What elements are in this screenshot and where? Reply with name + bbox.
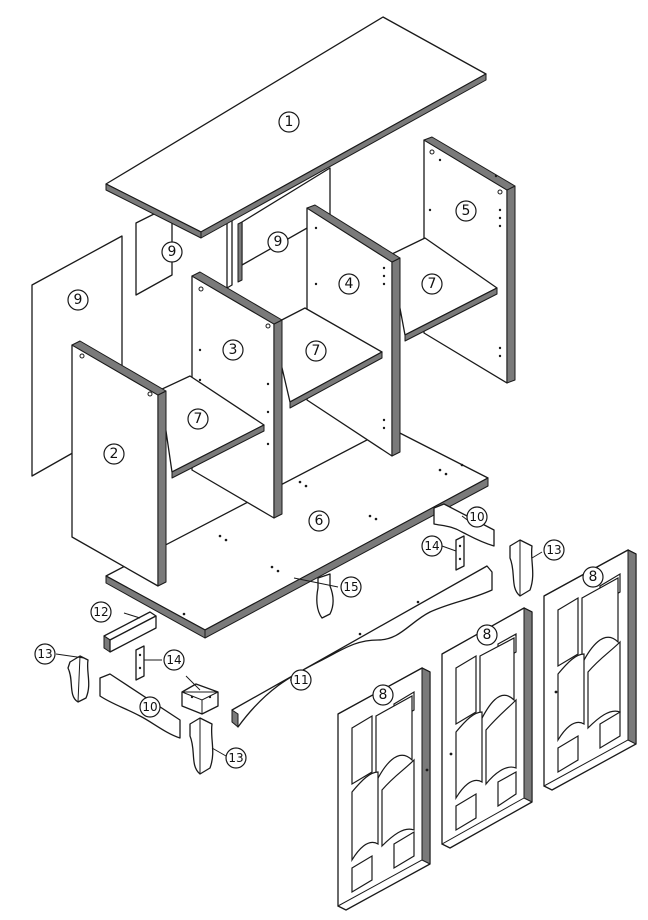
bottom-panel <box>105 427 489 639</box>
callout-label-7c: 7 <box>428 276 437 292</box>
bracket-front <box>135 645 145 681</box>
leader-lines <box>55 515 543 757</box>
callout-label-13b: 13 <box>228 751 243 765</box>
callout-13a: 13 <box>34 643 56 665</box>
callout-2: 2 <box>103 443 125 465</box>
callout-label-9a: 9 <box>74 292 83 308</box>
callout-label-5: 5 <box>462 203 471 219</box>
callout-label-1: 1 <box>285 114 294 130</box>
callout-label-10b: 10 <box>142 700 157 714</box>
callout-9c: 9 <box>267 231 289 253</box>
front-rail-left <box>103 611 157 653</box>
callout-label-8a: 8 <box>379 687 388 703</box>
callout-10b: 10 <box>139 696 161 718</box>
callout-10a: 10 <box>466 506 488 528</box>
foot-middle <box>189 717 214 775</box>
door-middle <box>441 607 533 849</box>
callout-label-15: 15 <box>343 580 358 594</box>
callout-label-11: 11 <box>293 673 308 687</box>
callout-label-4: 4 <box>345 276 354 292</box>
door-left <box>337 667 431 911</box>
callout-15: 15 <box>340 576 362 598</box>
callout-14a: 14 <box>421 535 443 557</box>
callout-14b: 14 <box>163 649 185 671</box>
foot-right <box>509 539 534 597</box>
callout-6: 6 <box>308 510 330 532</box>
callout-13c: 13 <box>543 539 565 561</box>
side-panel-left <box>71 340 167 587</box>
side-apron-back <box>433 503 495 547</box>
callout-1: 1 <box>278 111 300 133</box>
front-apron <box>231 565 493 728</box>
foot-left <box>67 655 90 703</box>
callout-label-14b: 14 <box>166 653 181 667</box>
callout-label-8c: 8 <box>589 569 598 585</box>
callout-9b: 9 <box>161 241 183 263</box>
callout-5: 5 <box>455 200 477 222</box>
callout-label-6: 6 <box>315 513 324 529</box>
callout-13b: 13 <box>225 747 247 769</box>
callout-label-13c: 13 <box>546 543 561 557</box>
callout-9a: 9 <box>67 289 89 311</box>
divider-panel-4 <box>306 204 401 457</box>
callout-label-2: 2 <box>110 446 119 462</box>
bracket-back <box>455 535 465 571</box>
center-leg <box>316 573 334 619</box>
callout-3: 3 <box>222 339 244 361</box>
corner-block <box>181 683 219 715</box>
callout-label-8b: 8 <box>483 627 492 643</box>
callout-label-10a: 10 <box>469 510 484 524</box>
callout-label-9b: 9 <box>168 244 177 260</box>
callout-label-7a: 7 <box>194 411 203 427</box>
callout-label-7b: 7 <box>312 343 321 359</box>
callout-8c: 8 <box>582 566 604 588</box>
door-right <box>543 549 637 791</box>
callout-8a: 8 <box>372 684 394 706</box>
callout-8b: 8 <box>476 624 498 646</box>
shelf-middle <box>271 307 383 409</box>
callout-7a: 7 <box>187 408 209 430</box>
shelf-left <box>159 375 265 479</box>
callout-label-3: 3 <box>229 342 238 358</box>
callout-label-9c: 9 <box>274 234 283 250</box>
callout-label-13a: 13 <box>37 647 52 661</box>
callout-label-14a: 14 <box>424 539 439 553</box>
callout-7c: 7 <box>421 273 443 295</box>
callout-7b: 7 <box>305 340 327 362</box>
callout-4: 4 <box>338 273 360 295</box>
callout-label-12: 12 <box>93 605 108 619</box>
callout-12: 12 <box>90 601 112 623</box>
callout-11: 11 <box>290 669 312 691</box>
